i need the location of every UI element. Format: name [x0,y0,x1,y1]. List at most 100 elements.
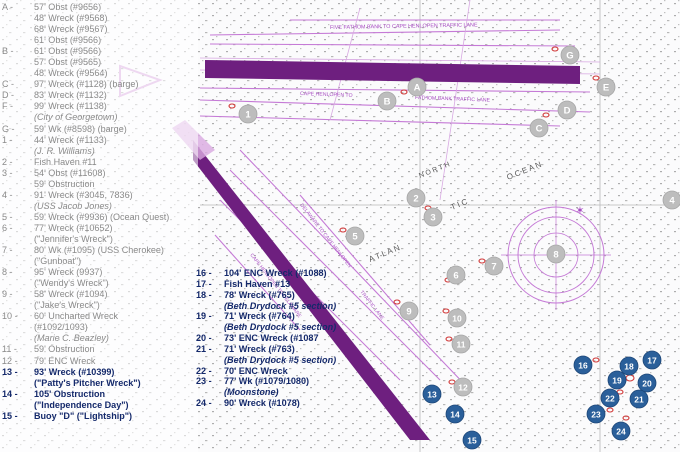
legend-code: 12 - [2,355,18,366]
legend-code: 16 - [196,268,212,278]
legend-row: D -83' Wreck (#1132) [2,90,198,101]
legend-text: (City of Georgetown) [34,112,118,123]
marker-circle [642,350,662,370]
legend-text: 59' Wk (#8598) (barge) [34,123,127,134]
legend-row: ("Independence Day") [2,400,198,411]
legend-row: 61' Obst (#9566) [2,35,198,46]
wreck-marker[interactable]: 20 [637,373,657,393]
legend-row: (City of Georgetown) [2,112,198,123]
legend-text: 80' Wk (#1095) (USS Cherokee) [34,245,164,256]
legend-row: 21 -71' Wreck (#763) [196,344,396,355]
legend-row: 20 - 73' ENC Wreck (#1087 [196,333,396,344]
legend-row: 13 -93' Wreck (#10399) [2,367,198,378]
marker-circle [637,373,657,393]
marker-label: 24 [616,426,626,436]
legend-row: B -61' Obst (#9566) [2,46,198,57]
legend-code: 21 - [196,343,212,354]
legend-row: 23 - 77' Wk (#1079/1080) [196,376,396,387]
wreck-marker[interactable]: 19 [607,370,627,390]
wreck-marker[interactable]: B [377,91,397,111]
marker-label: E [603,82,609,93]
legend-code: 23 - [196,376,212,387]
marker-label: D [564,105,571,116]
legend-row: 16 -104' ENC Wreck (#1088) [196,268,396,279]
wreck-marker[interactable]: 22 [600,388,620,408]
wreck-marker[interactable]: 9 [399,301,419,321]
legend-bottom: 16 -104' ENC Wreck (#1088)17 -Fish Haven… [196,268,396,409]
wreck-marker[interactable]: 10 [447,308,467,328]
marker-label: 1 [245,109,251,120]
wreck-marker[interactable]: 24 [611,421,631,441]
wreck-marker[interactable]: 3 [423,207,443,227]
legend-row: 4 -91' Wreck (#3045, 7836) [2,190,198,201]
marker-label: 7 [491,261,496,272]
legend-text: 77' Wk (#1079/1080) [224,376,310,387]
legend-code: 20 - [196,333,212,344]
marker-label: 22 [605,393,615,403]
legend-code [196,355,224,366]
marker-label: 14 [450,409,460,419]
marker-circle [399,301,419,321]
wreck-marker[interactable]: D [557,100,577,120]
wreck-marker[interactable]: 11 [451,334,471,354]
wreck-marker[interactable]: E [596,77,616,97]
legend-code [2,278,34,289]
wreck-marker[interactable]: 14 [445,404,465,424]
legend-text: 91' Wreck (#3045, 7836) [34,189,133,200]
marker-circle [546,244,566,264]
wreck-marker[interactable]: 2 [406,188,426,208]
wreck-marker[interactable]: A [407,77,427,97]
legend-row: 9 -58' Wreck (#1094) [2,289,198,300]
marker-label: 13 [427,389,437,399]
wreck-marker[interactable]: 23 [586,404,606,424]
marker-circle [453,377,473,397]
wreck-marker[interactable]: 8 [546,244,566,264]
wreck-marker[interactable]: 17 [642,350,662,370]
wreck-marker[interactable]: G [560,45,580,65]
legend-text: (USS Jacob Jones) [34,200,112,211]
legend-row: 15 -Buoy "D" ("Lightship") [2,411,198,422]
marker-circle [238,104,258,124]
legend-text: 48' Wreck (#9564) [34,68,108,79]
marker-circle [484,256,504,276]
legend-code [2,57,34,68]
legend-code: F - [2,101,14,112]
wreck-marker[interactable]: 18 [619,356,639,376]
wreck-marker[interactable]: 5 [345,226,365,246]
wreck-marker[interactable]: 7 [484,256,504,276]
marker-label: 9 [406,306,411,317]
legend-text: 54' Obst (#11608) [34,167,106,178]
legend-text: 78' Wreck (#765) [224,289,295,300]
legend-code: 14 - [2,388,18,399]
wreck-marker[interactable]: 16 [573,355,593,375]
legend-text: 77' Wreck (#10652) [34,222,113,233]
legend-text: 73' ENC Wreck (#1087 [224,333,319,344]
marker-circle [629,389,649,409]
marker-circle [611,421,631,441]
legend-row: G -59' Wk (#8598) (barge) [2,124,198,135]
legend-code: 8 - [2,267,13,278]
wreck-marker[interactable]: 6 [446,265,466,285]
legend-code: 24 - [196,398,212,409]
legend-text: 83' Wreck (#1132) [34,90,107,101]
legend-row: 48' Wreck (#9568) [2,13,198,24]
legend-row: 22 -70' ENC Wreck [196,366,396,377]
legend-row: 57' Obst (#9565) [2,57,198,68]
wreck-marker[interactable]: 13 [422,384,442,404]
legend-text: (Beth Drydock #5 section) [224,322,337,333]
wreck-marker[interactable]: C [529,118,549,138]
legend-text: ("Wendy's Wreck") [34,278,109,289]
wreck-marker[interactable]: 1 [238,104,258,124]
legend-text: Fish Haven #11 [34,156,97,167]
marker-label: 18 [624,361,634,371]
wreck-marker[interactable]: 21 [629,389,649,409]
legend-code [2,378,34,389]
legend-text: 59' Wreck (#9936) (Ocean Quest) [34,211,170,222]
wreck-marker[interactable]: 15 [462,430,482,450]
legend-row: (USS Jacob Jones) [2,201,198,212]
marker-label: 10 [452,313,462,323]
marker-circle [596,77,616,97]
legend-code: A - [2,2,14,12]
wreck-marker[interactable]: 12 [453,377,473,397]
wreck-marker[interactable]: 4 [662,190,680,210]
